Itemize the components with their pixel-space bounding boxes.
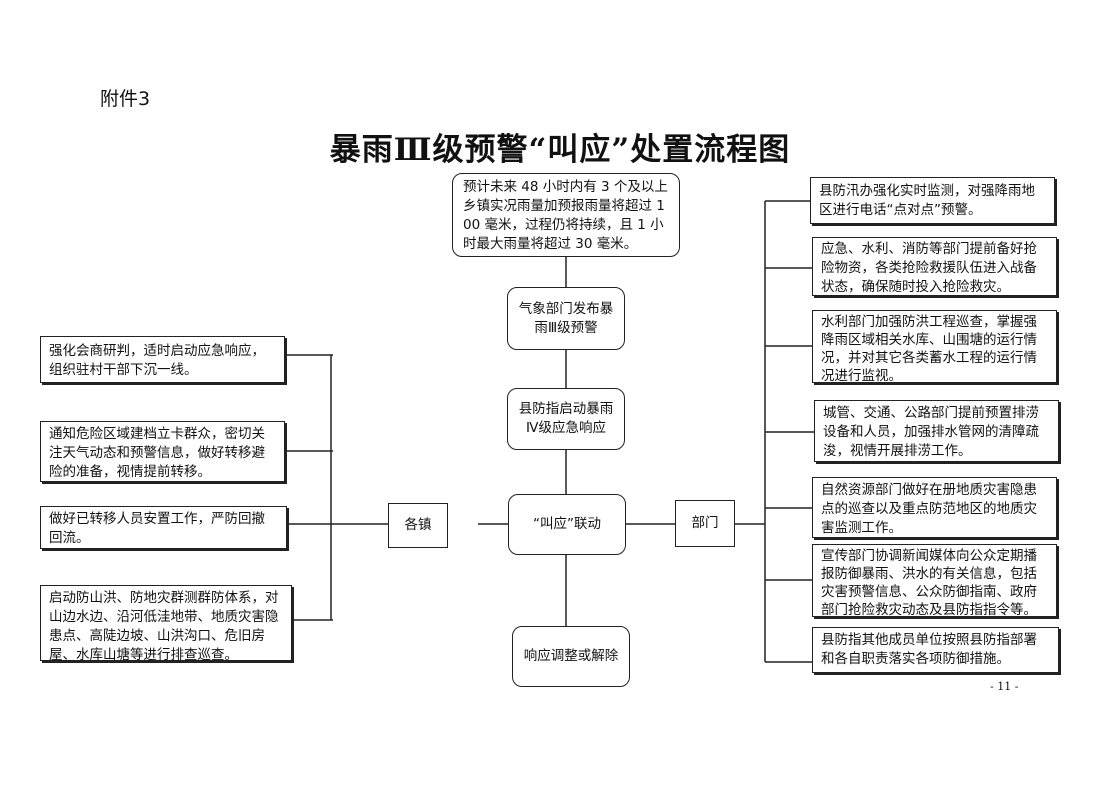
dept-action-box-4: 城管、交通、公路部门提前预置排涝设备和人员，加强排水管网的清障疏浚，视情开展排涝… bbox=[814, 400, 1059, 462]
dept-action-text-1: 县防汛办强化实时监测，对强降雨地区进行电话“点对点”预警。 bbox=[819, 183, 1035, 218]
town-action-box-1: 强化会商研判，适时启动应急响应，组织驻村干部下沉一线。 bbox=[40, 336, 285, 383]
town-action-text-1: 强化会商研判，适时启动应急响应，组织驻村干部下沉一线。 bbox=[49, 343, 265, 378]
dept-action-box-1: 县防汛办强化实时监测，对强降雨地区进行电话“点对点”预警。 bbox=[810, 177, 1055, 224]
dept-action-text-2: 应急、水利、消防等部门提前备好抢险物资，各类抢险救援队伍进入战备状态，确保随时投… bbox=[821, 241, 1037, 295]
warning-release-box: 气象部门发布暴雨Ⅲ级预警 bbox=[507, 287, 625, 350]
town-action-box-2: 通知危险区域建档立卡群众，密切关注天气动态和预警信息，做好转移避险的准备，视情提… bbox=[40, 421, 285, 482]
dept-action-text-5: 自然资源部门做好在册地质灾害隐患点的巡查以及重点防范地区的地质灾害监测工作。 bbox=[821, 482, 1037, 536]
departments-hub-box: 部门 bbox=[675, 500, 735, 547]
emergency-response-box: 县防指启动暴雨Ⅳ级应急响应 bbox=[507, 388, 625, 450]
response-adjust-box: 响应调整或解除 bbox=[512, 626, 630, 687]
town-action-box-4: 启动防山洪、防地灾群测群防体系，对山边水边、沿河低洼地带、地质灾害隐患点、高陡边… bbox=[40, 585, 292, 663]
trigger-condition-text: 预计未来 48 小时内有 3 个及以上乡镇实况雨量加预报雨量将超过 100 毫米… bbox=[463, 179, 668, 252]
trigger-condition-box: 预计未来 48 小时内有 3 个及以上乡镇实况雨量加预报雨量将超过 100 毫米… bbox=[452, 173, 680, 257]
dept-action-box-7: 县防指其他成员单位按照县防指部署和各自职责落实各项防御措施。 bbox=[812, 627, 1059, 673]
page-title: 暴雨Ⅲ级预警“叫应”处置流程图 bbox=[329, 132, 791, 168]
town-action-text-2: 通知危险区域建档立卡群众，密切关注天气动态和预警信息，做好转移避险的准备，视情提… bbox=[49, 426, 265, 480]
town-action-text-4: 启动防山洪、防地灾群测群防体系，对山边水边、沿河低洼地带、地质灾害隐患点、高陡边… bbox=[49, 590, 279, 663]
towns-hub-label: 各镇 bbox=[404, 517, 432, 533]
warning-release-text: 气象部门发布暴雨Ⅲ级预警 bbox=[518, 300, 614, 336]
page-number: - 11 - bbox=[990, 680, 1019, 693]
dept-action-text-6: 宣传部门协调新闻媒体向公众定期播报防御暴雨、洪水的有关信息，包括灾害预警信息、公… bbox=[821, 548, 1037, 618]
linkage-box: “叫应”联动 bbox=[508, 494, 626, 555]
emergency-response-text: 县防指启动暴雨Ⅳ级应急响应 bbox=[518, 401, 614, 436]
town-action-box-3: 做好已转移人员安置工作，严防回撤回流。 bbox=[40, 506, 287, 549]
attachment-label: 附件3 bbox=[100, 88, 151, 110]
dept-action-box-6: 宣传部门协调新闻媒体向公众定期播报防御暴雨、洪水的有关信息，包括灾害预警信息、公… bbox=[812, 544, 1057, 618]
linkage-text: “叫应”联动 bbox=[533, 516, 601, 532]
dept-action-text-4: 城管、交通、公路部门提前预置排涝设备和人员，加强排水管网的清障疏浚，视情开展排涝… bbox=[823, 405, 1039, 459]
towns-hub-box: 各镇 bbox=[388, 503, 448, 548]
town-action-text-3: 做好已转移人员安置工作，严防回撤回流。 bbox=[49, 511, 265, 546]
response-adjust-text: 响应调整或解除 bbox=[523, 648, 619, 664]
dept-action-box-2: 应急、水利、消防等部门提前备好抢险物资，各类抢险救援队伍进入战备状态，确保随时投… bbox=[812, 237, 1057, 296]
dept-action-text-7: 县防指其他成员单位按照县防指部署和各自职责落实各项防御措施。 bbox=[821, 632, 1037, 667]
dept-action-text-3: 水利部门加强防洪工程巡查，掌握强降雨区域相关水库、山围塘的运行情况，并对其它各类… bbox=[821, 314, 1037, 384]
dept-action-box-3: 水利部门加强防洪工程巡查，掌握强降雨区域相关水库、山围塘的运行情况，并对其它各类… bbox=[812, 310, 1057, 384]
departments-hub-label: 部门 bbox=[691, 515, 719, 531]
dept-action-box-5: 自然资源部门做好在册地质灾害隐患点的巡查以及重点防范地区的地质灾害监测工作。 bbox=[812, 477, 1057, 538]
